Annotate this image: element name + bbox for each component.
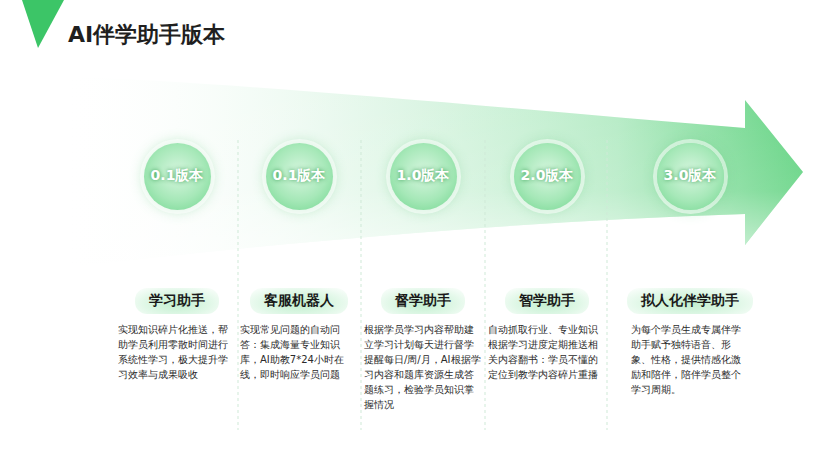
version-circle: 0.1版本 xyxy=(266,143,333,210)
stage-heading: 督学助手 xyxy=(381,288,465,314)
stage-description: 根据学员学习内容帮助建立学习计划每天进行督学提醒每日/周/月，AI根据学习内容和… xyxy=(364,322,482,412)
stage-description: 为每个学员生成专属伴学助手赋予独特语音、形象、性格，提供情感化激励和陪伴，陪伴学… xyxy=(631,322,749,397)
version-label: 0.1版本 xyxy=(151,167,204,185)
stage-card: 督学助手根据学员学习内容帮助建立学习计划每天进行督学提醒每日/周/月，AI根据学… xyxy=(364,288,482,412)
stage-description: 实现知识碎片化推送，帮助学员利用零散时间进行系统性学习，极大提升学习效率与成果吸… xyxy=(118,322,236,382)
column-dividers xyxy=(238,140,607,430)
version-label: 0.1版本 xyxy=(273,167,326,185)
version-circle: 3.0版本 xyxy=(657,143,724,210)
version-label: 1.0版本 xyxy=(397,167,450,185)
stage-card: 拟人化伴学助手为每个学员生成专属伴学助手赋予独特语音、形象、性格，提供情感化激励… xyxy=(627,288,753,397)
version-label: 3.0版本 xyxy=(664,167,717,185)
arrow-shade xyxy=(60,76,803,268)
stage-card: 智学助手自动抓取行业、专业知识根据学习进度定期推送相关内容翻书：学员不懂的定位到… xyxy=(488,288,606,382)
version-label: 2.0版本 xyxy=(521,167,574,185)
stage-heading: 拟人化伴学助手 xyxy=(627,288,753,314)
version-circle: 0.1版本 xyxy=(144,143,211,210)
progress-arrow xyxy=(60,76,803,268)
stage-description: 实现常见问题的自动问答：集成海量专业知识库，AI助教7*24小时在线，即时响应学… xyxy=(240,322,358,382)
version-circle: 2.0版本 xyxy=(514,143,581,210)
stage-heading: 学习助手 xyxy=(135,288,219,314)
stage-heading: 客服机器人 xyxy=(250,288,348,314)
version-circle: 1.0版本 xyxy=(390,143,457,210)
stage-heading: 智学助手 xyxy=(505,288,589,314)
stage-card: 学习助手实现知识碎片化推送，帮助学员利用零散时间进行系统性学习，极大提升学习效率… xyxy=(118,288,236,382)
stage-card: 客服机器人实现常见问题的自动问答：集成海量专业知识库，AI助教7*24小时在线，… xyxy=(240,288,358,382)
slide-title: AI伴学助手版本 xyxy=(68,20,225,50)
corner-triangle xyxy=(22,0,64,48)
stage-description: 自动抓取行业、专业知识根据学习进度定期推送相关内容翻书：学员不懂的定位到教学内容… xyxy=(488,322,606,382)
